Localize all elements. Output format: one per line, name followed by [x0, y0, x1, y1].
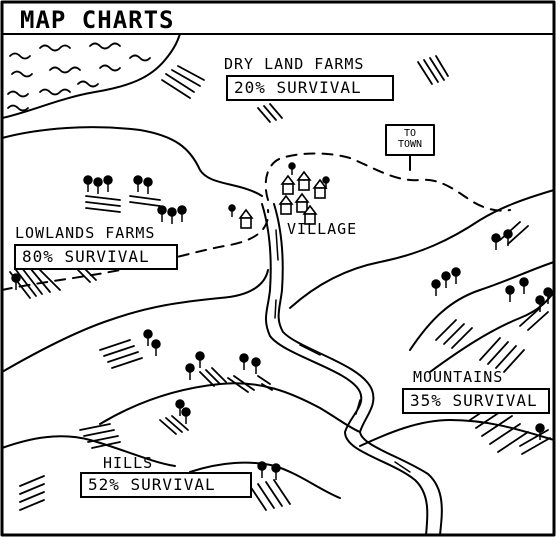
village-trees: [228, 162, 330, 217]
tree: [143, 177, 153, 194]
sign-line-2: TOWN: [397, 139, 423, 150]
tree: [431, 279, 441, 296]
village-houses: [238, 170, 328, 229]
tree: [251, 357, 261, 374]
tree: [93, 177, 103, 194]
tree: [151, 339, 161, 356]
lowlands-survival-box: 80% SURVIVAL: [14, 244, 178, 271]
tree: [451, 267, 461, 284]
tree: [535, 423, 545, 440]
house: [302, 204, 318, 225]
hills-label: HILLS: [103, 454, 154, 472]
tree: [177, 205, 187, 222]
road-east: [264, 152, 511, 212]
hill-ridge-4: [359, 419, 555, 447]
house: [294, 192, 310, 213]
ridge-line-upper: [1, 126, 263, 197]
dry-land-survival-box: 20% SURVIVAL: [226, 75, 394, 102]
tree: [543, 287, 553, 304]
mountain-ridge-3: [429, 291, 555, 373]
river-bank-right: [273, 203, 443, 536]
tree: [133, 175, 143, 192]
tree: [167, 207, 177, 224]
tree: [11, 273, 21, 290]
tree: [271, 463, 281, 480]
village-label: VILLAGE: [287, 220, 358, 238]
hatch-marks: [9, 55, 551, 511]
tree: [535, 295, 545, 312]
mountain-ridge-2: [409, 261, 555, 351]
tree: [83, 175, 93, 192]
house: [278, 194, 294, 215]
tree: [157, 205, 167, 222]
mountains-survival-box: 35% SURVIVAL: [402, 388, 550, 415]
tree: [143, 329, 153, 346]
water-waves: [7, 42, 151, 112]
river-bank-left: [261, 203, 429, 536]
sign-line-1: TO: [403, 128, 417, 139]
tree: [505, 285, 515, 302]
house: [296, 170, 312, 191]
tree: [519, 277, 529, 294]
hills-survival-box: 52% SURVIVAL: [80, 472, 252, 499]
river-center: [274, 229, 411, 473]
tree: [185, 363, 195, 380]
tree: [239, 353, 249, 370]
to-town-sign: TO TOWN: [386, 128, 434, 150]
mountains-label: MOUNTAINS: [413, 368, 504, 386]
dry-land-farms-label: DRY LAND FARMS: [224, 55, 365, 73]
lowlands-farms-label: LOWLANDS FARMS: [15, 224, 156, 242]
tree: [195, 351, 205, 368]
tree: [181, 407, 191, 424]
lake-shoreline: [1, 33, 181, 119]
tree: [503, 229, 513, 246]
tree: [175, 399, 185, 416]
tree: [103, 175, 113, 192]
tree: [257, 461, 267, 478]
tree: [491, 233, 501, 250]
hill-ridge-2: [1, 435, 176, 467]
mountain-ridge-1: [289, 189, 555, 309]
trees: [11, 175, 553, 480]
house: [312, 178, 328, 199]
lowlands-edge: [1, 269, 269, 373]
map-title: MAP CHARTS: [20, 6, 175, 34]
hill-ridge-1: [99, 382, 361, 433]
tree: [441, 271, 451, 288]
house: [280, 174, 296, 195]
house: [238, 208, 254, 229]
